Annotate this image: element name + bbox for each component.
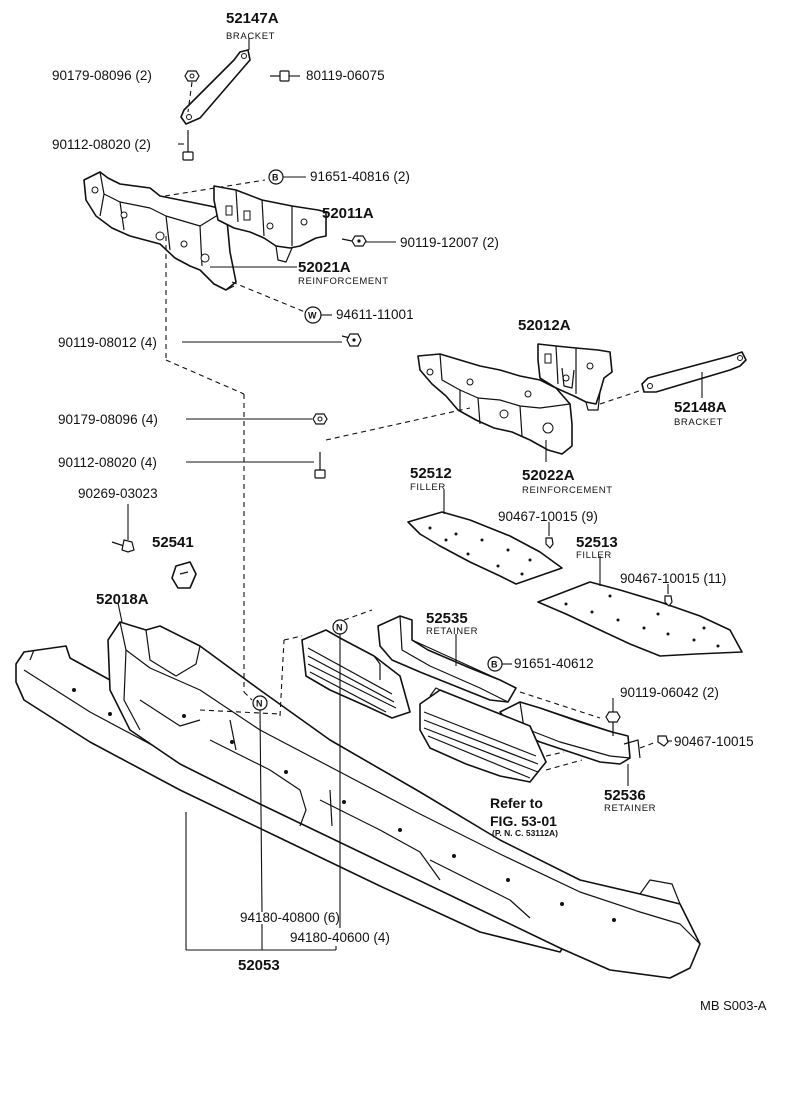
part-90112-08020-4: 90112-08020 (4) [58, 455, 157, 470]
part-91651-40612: 91651-40612 [514, 656, 594, 671]
reference-line-1: Refer to [490, 795, 543, 811]
part-94611-mark: W [308, 311, 317, 321]
part-90269-03023: 90269-03023 [78, 486, 158, 501]
part-52536-name: RETAINER [604, 803, 656, 814]
part-90179-08096-2: 90179-08096 (2) [52, 68, 152, 83]
part-90179-08096-4: 90179-08096 (4) [58, 412, 158, 427]
part-90112-08020-2: 90112-08020 (2) [52, 137, 151, 152]
part-80119-06075: 80119-06075 [306, 68, 385, 83]
grille-right-drawing [419, 687, 547, 783]
part-52512-number: 52512 [410, 465, 452, 482]
bolt-icon [605, 711, 621, 736]
part-52541-drawing [171, 561, 197, 589]
part-90119-08012-4: 90119-08012 (4) [58, 335, 157, 350]
part-90119-12007-2: 90119-12007 (2) [400, 235, 499, 250]
part-91651-40612-mark: B [491, 660, 498, 670]
reference-line-2[interactable]: FIG. 53-01 [490, 813, 557, 829]
reinforcement-52022a-drawing [417, 353, 573, 455]
bracket-52012a-drawing [537, 343, 613, 411]
bracket-52148a-drawing [641, 351, 747, 393]
part-94180-40800-6: 94180-40800 (6) [240, 910, 340, 925]
part-52512-name: FILLER [410, 482, 446, 493]
retainer-52536-drawing [499, 701, 641, 765]
part-52022a-number: 52022A [522, 467, 575, 484]
part-52018a-number: 52018A [96, 591, 149, 608]
part-90119-06042-2: 90119-06042 (2) [620, 685, 719, 700]
part-52535-name: RETAINER [426, 626, 478, 637]
diagram-code: MB S003-A [700, 998, 767, 1013]
part-91651-40816-2: 91651-40816 (2) [310, 169, 410, 184]
bolt-icon [314, 452, 326, 479]
part-52147a-number: 52147A [226, 10, 279, 27]
marker-n2: N [336, 623, 343, 633]
clip-icon [657, 735, 669, 747]
part-90467-10015-9: 90467-10015 (9) [498, 509, 598, 524]
clip-icon [545, 537, 554, 549]
part-91651-40816-mark: B [272, 173, 279, 183]
part-52148a-name: BRACKET [674, 417, 723, 428]
part-90467-10015-11: 90467-10015 (11) [620, 571, 726, 586]
part-52021a-name: REINFORCEMENT [298, 276, 389, 287]
reinforcement-52021a-drawing [83, 171, 237, 291]
bumper-main-drawing [107, 621, 701, 979]
part-52147a-name: BRACKET [226, 31, 275, 42]
bolt-icon [341, 235, 367, 247]
filler-52512-drawing [407, 511, 563, 585]
clip-icon [664, 595, 673, 607]
nut-icon [312, 413, 328, 425]
filler-52513-drawing [537, 581, 743, 657]
part-52513-number: 52513 [576, 534, 618, 551]
part-52021a-number: 52021A [298, 259, 351, 276]
part-94180-40600-4: 94180-40600 (4) [290, 930, 390, 945]
part-52022a-name: REINFORCEMENT [522, 485, 613, 496]
part-52513-name: FILLER [576, 550, 612, 561]
part-52148a-number: 52148A [674, 399, 727, 416]
clip-icon [111, 539, 135, 553]
part-52535-number: 52535 [426, 610, 468, 627]
bracket-52011a-drawing [213, 185, 327, 263]
part-52053-number: 52053 [238, 957, 280, 974]
part-52011a-number: 52011A [322, 205, 374, 222]
reference-line-3: (P. N. C. 53112A) [492, 828, 558, 838]
nut-icon [184, 70, 200, 82]
bolt-icon [341, 333, 362, 347]
grille-left-drawing [301, 629, 411, 719]
bracket-52147a-drawing [180, 49, 251, 125]
bolt-icon [270, 70, 290, 82]
part-52541-number: 52541 [152, 534, 194, 551]
marker-n1: N [256, 699, 263, 709]
bolt-icon [182, 130, 194, 161]
part-52536-number: 52536 [604, 787, 646, 804]
part-52012a-number: 52012A [518, 317, 571, 334]
part-94611-11001: 94611-11001 [336, 307, 414, 322]
part-90467-10015-single: 90467-10015 [674, 734, 754, 749]
